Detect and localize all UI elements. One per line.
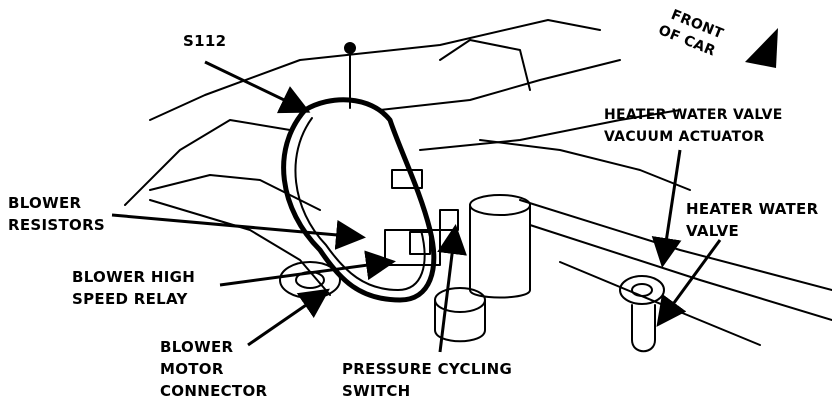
label-blower-resistors: BLOWER RESISTORS [8, 192, 105, 236]
blower-connector-leader [247, 288, 330, 347]
label-connector-line1: BLOWER [160, 338, 234, 356]
label-heater-valve-line2: VALVE [686, 222, 740, 240]
label-s112-text: S112 [183, 32, 227, 50]
pressure-switch-leader [437, 224, 467, 353]
label-pressure-cycling-switch: PRESSURE CYCLING SWITCH [342, 358, 512, 402]
label-connector-line3: CONNECTOR [160, 382, 268, 400]
label-heater-water-valve-vacuum-actuator: HEATER WATER VALVE VACUUM ACTUATOR [604, 104, 783, 148]
front-of-car-arrow [745, 28, 778, 68]
blower-motor [279, 261, 341, 299]
resistors-leader [111, 213, 366, 250]
heater-water-valve [619, 275, 665, 305]
actuator-leader [651, 149, 682, 268]
label-pressure-line2: SWITCH [342, 382, 411, 400]
wire-harness [281, 97, 437, 303]
accumulator-canister [469, 204, 531, 299]
label-heater-valve-line1: HEATER WATER [686, 200, 819, 218]
firewall-outline [149, 19, 601, 121]
label-blower-motor-connector: BLOWER MOTOR CONNECTOR [160, 336, 267, 402]
label-relay-line2: SPEED RELAY [72, 290, 188, 308]
label-heater-water-valve: HEATER WATER VALVE [686, 198, 818, 242]
label-resistors-line2: RESISTORS [8, 216, 106, 234]
label-resistors-line1: BLOWER [8, 194, 82, 212]
label-relay-line1: BLOWER HIGH [72, 268, 196, 286]
heater-valve-leader [656, 239, 722, 327]
label-s112: S112 [183, 30, 226, 52]
label-pressure-line1: PRESSURE CYCLING [342, 360, 513, 378]
label-actuator-line1: HEATER WATER VALVE [604, 107, 783, 123]
label-actuator-line2: VACUUM ACTUATOR [604, 129, 765, 145]
label-blower-high-speed-relay: BLOWER HIGH SPEED RELAY [72, 266, 195, 310]
s112-leader [204, 60, 311, 114]
label-connector-line2: MOTOR [160, 360, 224, 378]
relay-leader [219, 250, 396, 287]
